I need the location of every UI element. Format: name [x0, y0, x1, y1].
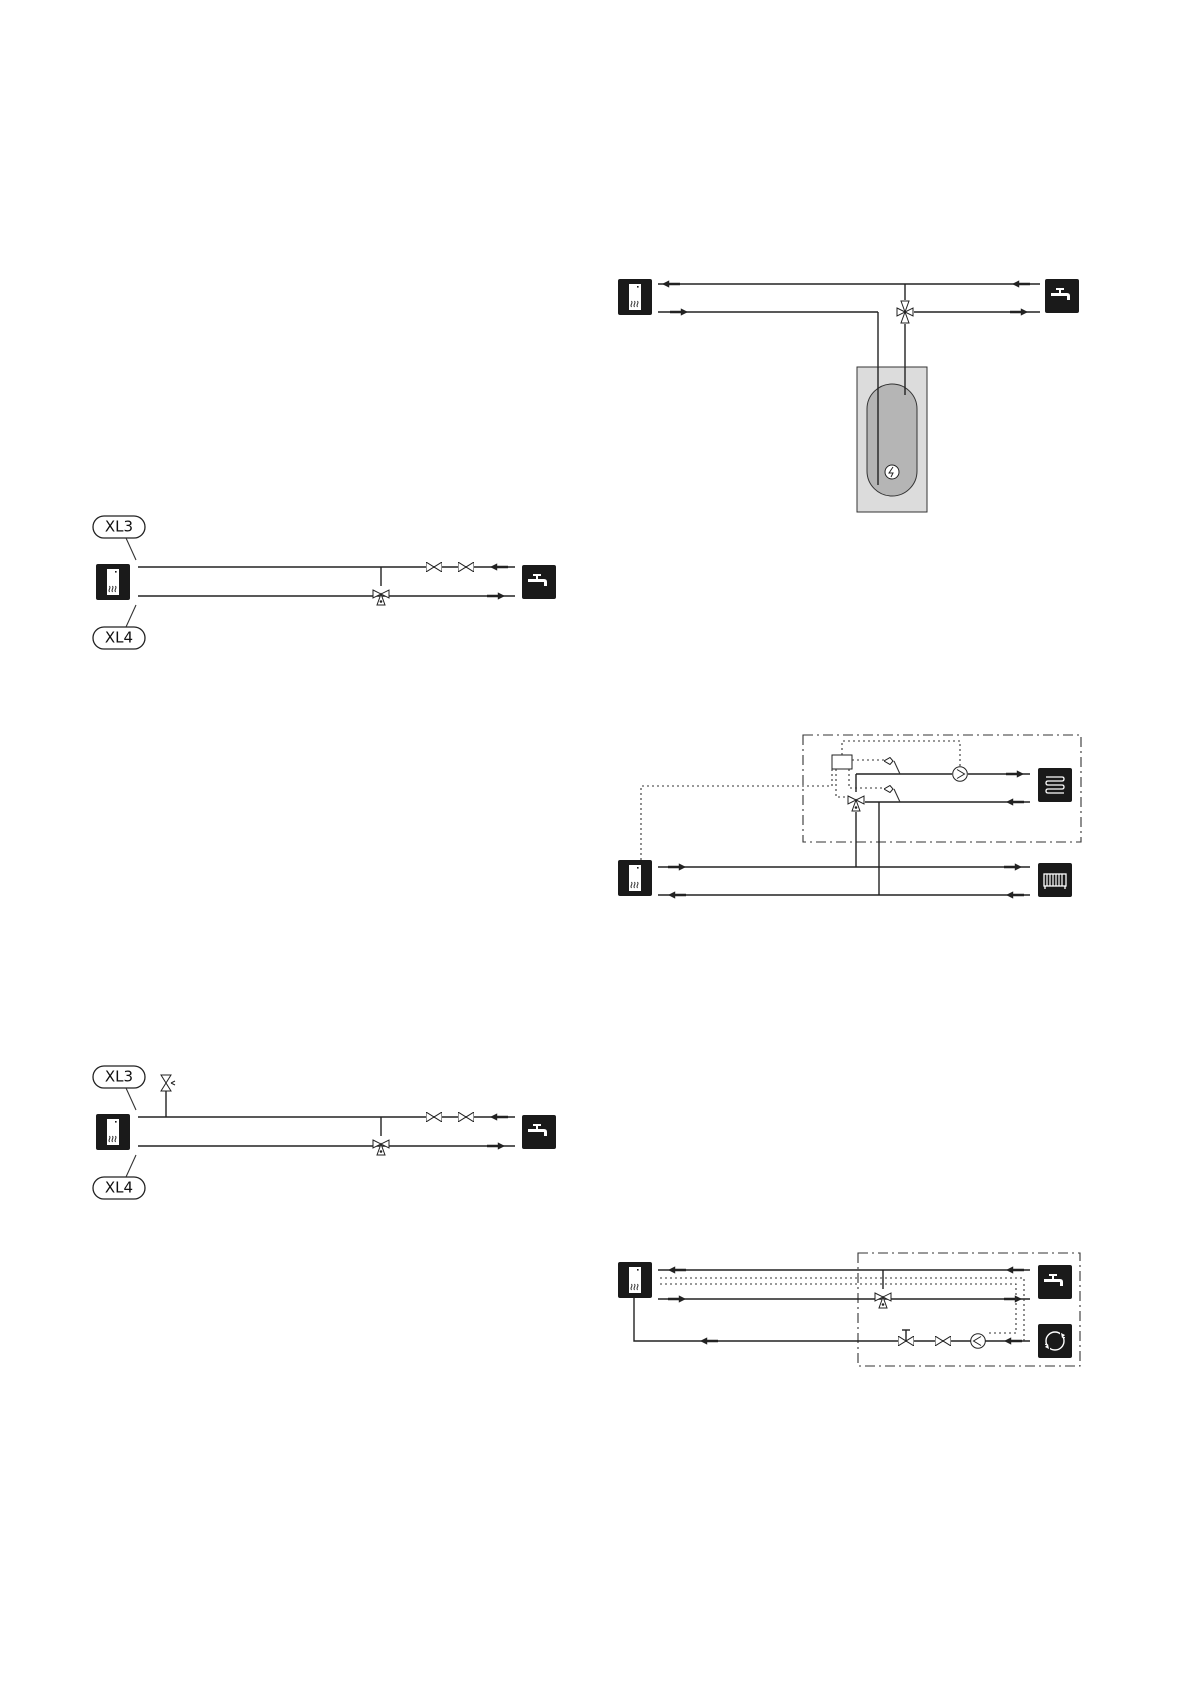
- heat-pump-icon: [96, 564, 130, 600]
- mixing-valve-icon: [373, 590, 389, 605]
- shut-off-valve-icon: [426, 562, 442, 572]
- arrow-left: [1012, 280, 1030, 287]
- control-module-icon: [832, 755, 852, 769]
- signal-pump: [842, 741, 960, 766]
- arrow-left: [490, 1113, 508, 1120]
- arrow-right: [668, 1295, 686, 1302]
- check-valve-icon: [935, 1336, 951, 1346]
- arrow-right: [487, 1142, 505, 1149]
- heat-pump-icon: [618, 860, 652, 896]
- heat-pump-icon: [618, 1262, 652, 1298]
- leader-xl3: [126, 538, 136, 560]
- leader-xl3: [126, 1088, 136, 1110]
- tap-icon: [1038, 1265, 1072, 1299]
- arrow-left: [668, 1266, 686, 1273]
- arrow-right: [670, 308, 688, 315]
- label-xl4: XL4: [105, 1179, 133, 1197]
- arrow-left: [662, 280, 680, 287]
- label-xl4: XL4: [105, 629, 133, 647]
- shut-off-valve-icon: [426, 1112, 442, 1122]
- heat-pump-icon: [96, 1114, 130, 1150]
- temperature-sensor-icon: [884, 786, 893, 793]
- signal-sensor2: [849, 769, 884, 788]
- diagram-hot-water-tank: [618, 279, 1079, 512]
- label-xl3: XL3: [105, 518, 133, 536]
- pump-icon: [971, 1334, 986, 1349]
- floor-heating-icon: [1038, 768, 1072, 802]
- tap-icon: [1045, 279, 1079, 313]
- diagram-direct-connection: XL3 XL4: [93, 516, 556, 649]
- diagram-floor-and-radiator: [618, 735, 1081, 899]
- leader-xl4: [126, 1155, 136, 1177]
- pipe-circulation-return: [634, 1298, 1030, 1341]
- signal-valve: [836, 769, 845, 797]
- signal-pump: [660, 1284, 1016, 1333]
- arrow-right: [1010, 308, 1028, 315]
- sensor1-stem: [894, 761, 900, 774]
- check-valve-icon: [458, 1112, 474, 1122]
- arrow-left: [668, 891, 686, 898]
- heat-pump-icon: [618, 279, 652, 315]
- signal-sensor: [660, 1278, 1024, 1341]
- electric-heater-icon: [885, 465, 899, 479]
- arrow-right: [1004, 1295, 1022, 1302]
- diagram-direct-with-safety-valve: XL3 XL4: [93, 1066, 556, 1199]
- arrow-right: [487, 592, 505, 599]
- mixing-valve-icon: [897, 301, 913, 323]
- arrow-left: [1006, 798, 1024, 805]
- arrow-left: [1006, 1266, 1024, 1273]
- circulation-icon: [1038, 1324, 1072, 1358]
- arrow-left: [1006, 891, 1024, 898]
- mixing-valve-icon: [373, 1140, 389, 1155]
- pump-icon: [953, 767, 968, 782]
- leader-xl4: [126, 605, 136, 627]
- tap-icon: [522, 1115, 556, 1149]
- tap-icon: [522, 565, 556, 599]
- arrow-left: [490, 563, 508, 570]
- check-valve-icon: [458, 562, 474, 572]
- arrow-right: [668, 863, 686, 870]
- arrow-left: [1004, 1337, 1022, 1344]
- label-xl3: XL3: [105, 1068, 133, 1086]
- diagram-hot-water-circulation: [618, 1253, 1080, 1366]
- sensor2-stem: [894, 789, 900, 802]
- mixing-valve-icon: [848, 796, 864, 811]
- radiator-icon: [1038, 863, 1072, 897]
- temperature-sensor-icon: [884, 758, 893, 765]
- arrow-right: [1006, 770, 1024, 777]
- arrow-right: [1004, 863, 1022, 870]
- safety-valve-icon: [161, 1075, 175, 1091]
- mixing-valve-icon: [875, 1293, 891, 1308]
- arrow-left: [700, 1337, 718, 1344]
